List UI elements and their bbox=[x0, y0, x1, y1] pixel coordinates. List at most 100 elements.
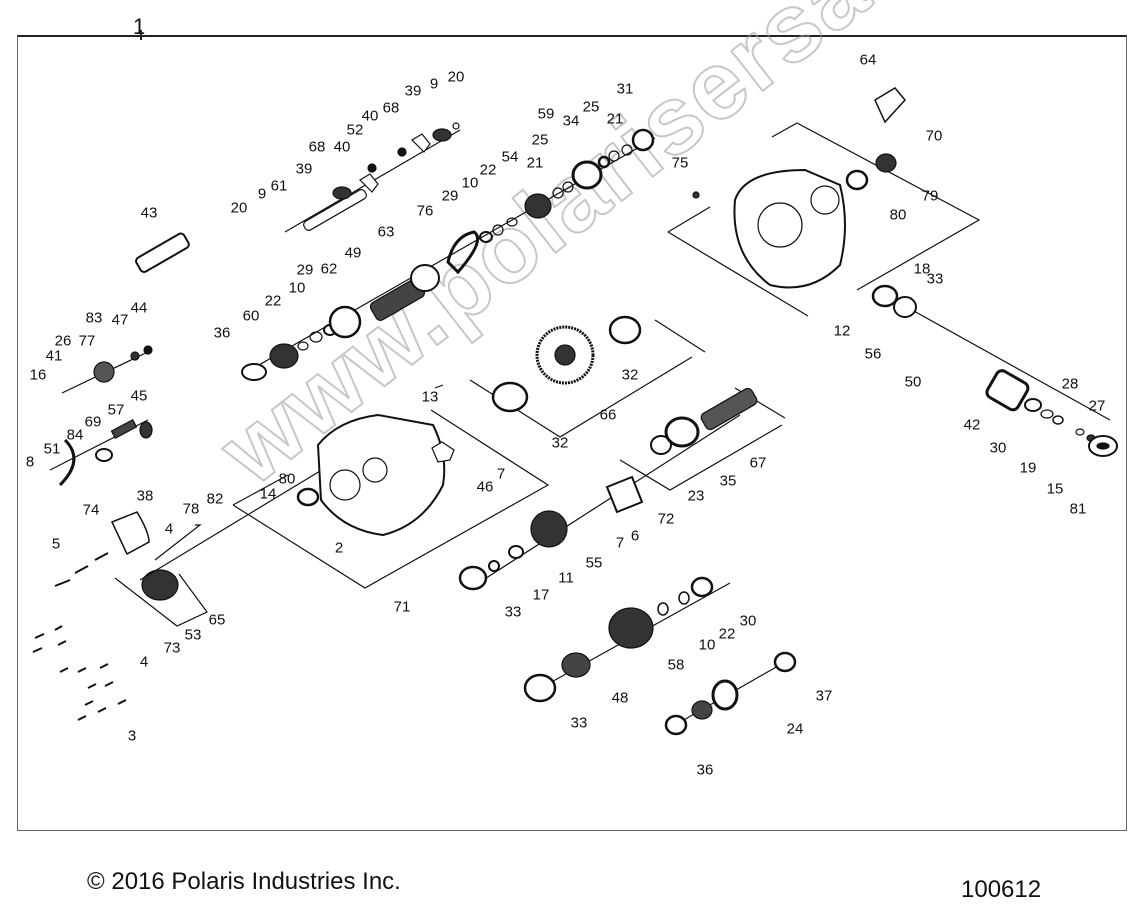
assembly-number: 1 bbox=[133, 14, 146, 39]
part-callout: 36 bbox=[696, 761, 714, 779]
part-callout: 76 bbox=[416, 202, 434, 220]
part-callout: 50 bbox=[904, 373, 922, 391]
part-callout: 39 bbox=[295, 160, 313, 178]
part-callout: 68 bbox=[382, 99, 400, 117]
copyright-notice: © 2016 Polaris Industries Inc. bbox=[87, 868, 401, 895]
part-callout: 22 bbox=[718, 625, 736, 643]
part-callout: 82 bbox=[206, 490, 224, 508]
part-callout: 13 bbox=[421, 388, 439, 406]
part-callout: 41 bbox=[45, 347, 63, 365]
part-callout: 10 bbox=[461, 174, 479, 192]
part-callout: 21 bbox=[526, 154, 544, 172]
part-callout: 51 bbox=[43, 440, 61, 458]
part-callout: 2 bbox=[334, 539, 344, 557]
part-callout: 57 bbox=[107, 401, 125, 419]
part-callout: 30 bbox=[989, 439, 1007, 457]
part-callout: 4 bbox=[164, 520, 174, 538]
part-callout: 34 bbox=[562, 112, 580, 130]
part-callout: 6 bbox=[630, 527, 640, 545]
part-callout: 4 bbox=[139, 653, 149, 671]
part-callout: 55 bbox=[585, 554, 603, 572]
part-callout: 48 bbox=[611, 689, 629, 707]
part-callout: 83 bbox=[85, 309, 103, 327]
illustration-id: 100612 bbox=[961, 876, 1042, 903]
diagram-frame bbox=[17, 35, 1127, 831]
part-callout: 3 bbox=[127, 727, 137, 745]
part-callout: 9 bbox=[257, 185, 267, 203]
part-callout: 67 bbox=[749, 454, 767, 472]
part-callout: 62 bbox=[320, 260, 338, 278]
part-callout: 69 bbox=[84, 413, 102, 431]
part-callout: 54 bbox=[501, 148, 519, 166]
part-callout: 70 bbox=[925, 127, 943, 145]
part-callout: 71 bbox=[393, 598, 411, 616]
part-callout: 18 bbox=[913, 260, 931, 278]
part-callout: 31 bbox=[616, 80, 634, 98]
part-callout: 72 bbox=[657, 510, 675, 528]
part-callout: 8 bbox=[25, 453, 35, 471]
part-callout: 42 bbox=[963, 416, 981, 434]
part-callout: 12 bbox=[833, 322, 851, 340]
part-callout: 33 bbox=[570, 714, 588, 732]
part-callout: 22 bbox=[479, 161, 497, 179]
part-callout: 73 bbox=[163, 639, 181, 657]
part-callout: 15 bbox=[1046, 480, 1064, 498]
part-callout: 75 bbox=[671, 154, 689, 172]
part-callout: 39 bbox=[404, 82, 422, 100]
part-callout: 14 bbox=[259, 485, 277, 503]
part-callout: 60 bbox=[242, 307, 260, 325]
part-callout: 30 bbox=[739, 612, 757, 630]
part-callout: 77 bbox=[78, 332, 96, 350]
part-callout: 81 bbox=[1069, 500, 1087, 518]
part-callout: 7 bbox=[615, 534, 625, 552]
part-callout: 63 bbox=[377, 223, 395, 241]
part-callout: 80 bbox=[278, 470, 296, 488]
part-callout: 29 bbox=[441, 187, 459, 205]
part-callout: 52 bbox=[346, 121, 364, 139]
part-callout: 38 bbox=[136, 487, 154, 505]
part-callout: 24 bbox=[786, 720, 804, 738]
part-callout: 20 bbox=[230, 199, 248, 217]
assembly-tick bbox=[140, 30, 142, 40]
part-callout: 10 bbox=[288, 279, 306, 297]
part-callout: 5 bbox=[51, 535, 61, 553]
part-callout: 11 bbox=[558, 569, 574, 587]
part-callout: 40 bbox=[361, 107, 379, 125]
part-callout: 49 bbox=[344, 244, 362, 262]
part-callout: 22 bbox=[264, 292, 282, 310]
part-callout: 17 bbox=[532, 586, 550, 604]
part-callout: 25 bbox=[582, 98, 600, 116]
part-callout: 35 bbox=[719, 472, 737, 490]
part-callout: 44 bbox=[130, 299, 148, 317]
part-callout: 47 bbox=[111, 311, 129, 329]
part-callout: 80 bbox=[889, 206, 907, 224]
part-callout: 9 bbox=[429, 75, 439, 93]
part-callout: 58 bbox=[667, 656, 685, 674]
part-callout: 46 bbox=[476, 478, 494, 496]
part-callout: 19 bbox=[1019, 459, 1037, 477]
part-callout: 33 bbox=[926, 270, 944, 288]
part-callout: 33 bbox=[504, 603, 522, 621]
part-callout: 27 bbox=[1088, 397, 1106, 415]
part-callout: 23 bbox=[687, 487, 705, 505]
part-callout: 21 bbox=[606, 110, 624, 128]
part-callout: 7 bbox=[496, 465, 506, 483]
part-callout: 56 bbox=[864, 345, 882, 363]
part-callout: 32 bbox=[551, 434, 569, 452]
part-callout: 68 bbox=[308, 138, 326, 156]
part-callout: 20 bbox=[447, 68, 465, 86]
part-callout: 43 bbox=[140, 204, 158, 222]
part-callout: 53 bbox=[184, 626, 202, 644]
part-callout: 65 bbox=[208, 611, 226, 629]
part-callout: 79 bbox=[921, 187, 939, 205]
part-callout: 64 bbox=[859, 51, 877, 69]
part-callout: 32 bbox=[621, 366, 639, 384]
part-callout: 16 bbox=[29, 366, 47, 384]
part-callout: 74 bbox=[82, 501, 100, 519]
part-callout: 78 bbox=[182, 500, 200, 518]
part-callout: 10 bbox=[698, 636, 716, 654]
part-callout: 26 bbox=[54, 332, 72, 350]
part-callout: 40 bbox=[333, 138, 351, 156]
part-callout: 45 bbox=[130, 387, 148, 405]
